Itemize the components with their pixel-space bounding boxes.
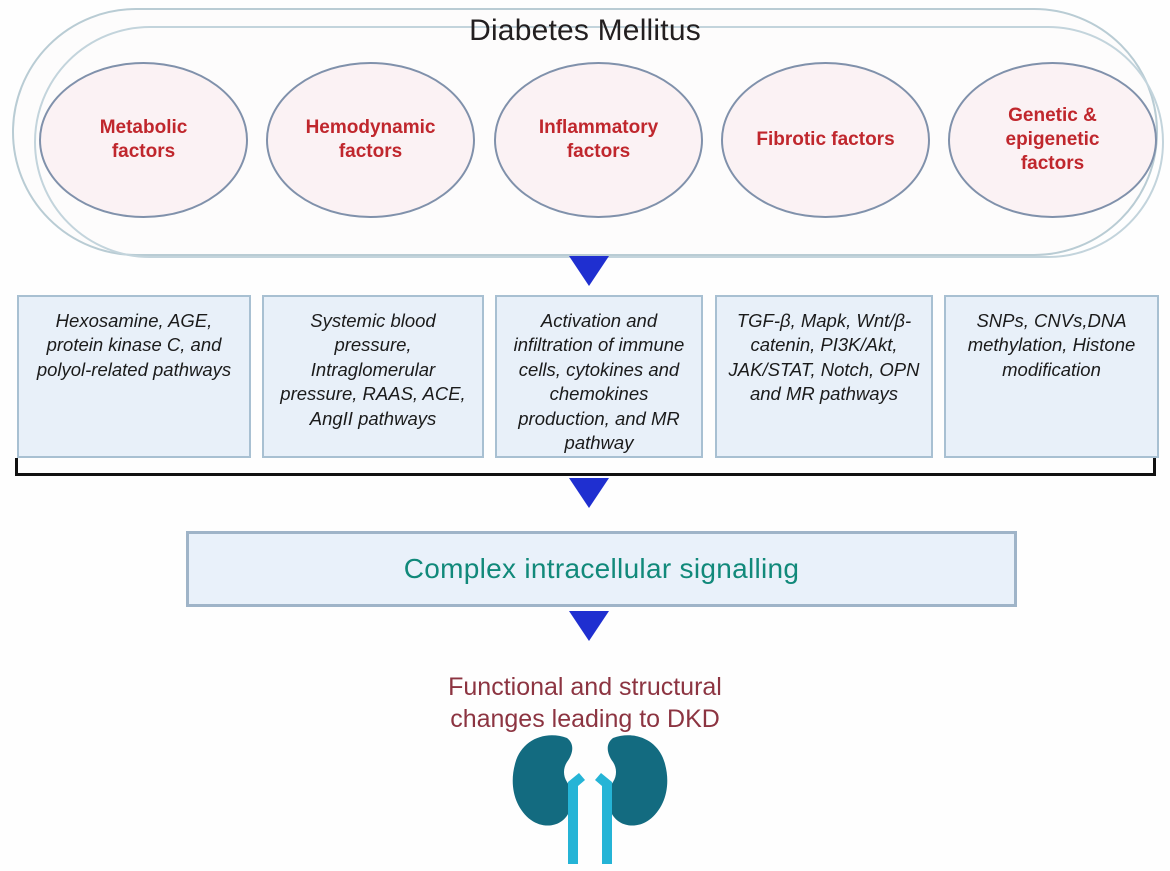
- down-arrow-icon-bottom: [569, 611, 609, 641]
- pathway-box-metabolic: Hexosamine, AGE, protein kinase C, and p…: [17, 295, 251, 458]
- kidney-right-ureter: [595, 773, 612, 864]
- factor-ellipse-inflammatory: Inflammatory factors: [494, 62, 703, 218]
- factor-label-line1: Inflammatory: [538, 117, 659, 139]
- pathway-box-hemodynamic: Systemic blood pressure, Intraglomerular…: [262, 295, 484, 458]
- factor-label-line1: Metabolic: [99, 117, 188, 139]
- factor-label-line1: Genetic &: [1008, 105, 1097, 127]
- down-arrow-icon-top: [569, 256, 609, 286]
- page-title: Diabetes Mellitus: [469, 14, 701, 47]
- factor-ellipse-metabolic: Metabolic factors: [39, 62, 248, 218]
- factor-label-line2: factors: [111, 141, 176, 162]
- factor-ellipse-hemodynamic: Hemodynamic factors: [266, 62, 475, 218]
- outcome-line2: changes leading to DKD: [450, 704, 720, 733]
- signalling-label: Complex intracellular signalling: [403, 553, 800, 584]
- factor-ellipse-fibrotic: Fibrotic factors: [721, 62, 930, 218]
- kidney-left-ureter: [568, 773, 585, 864]
- pathway-box-inflammatory: Activation and infiltration of immune ce…: [495, 295, 703, 458]
- convergence-bracket: [15, 458, 1156, 476]
- pathway-box-fibrotic: TGF-β, Mapk, Wnt/β-catenin, PI3K/Akt, JA…: [715, 295, 933, 458]
- factor-label-line3: factors: [1020, 152, 1085, 174]
- factor-label-line2: factors: [338, 141, 403, 162]
- outcome-line1: Functional and structural: [448, 673, 722, 701]
- kidney-icon: [505, 726, 675, 871]
- factor-label-line2: factors: [566, 141, 631, 162]
- kidney-left-body: [512, 735, 573, 826]
- pathway-box-genetic: SNPs, CNVs,DNA methylation, Histone modi…: [944, 295, 1159, 458]
- factor-label-line1: Fibrotic factors: [756, 129, 895, 151]
- signalling-box: Complex intracellular signalling: [186, 531, 1017, 607]
- factor-label-line1: Hemodynamic: [305, 117, 436, 139]
- factor-ellipse-genetic-epigenetic: Genetic & epigenetic factors: [948, 62, 1157, 218]
- factor-label-line2: epigenetic: [1005, 129, 1100, 151]
- outcome-caption: Functional and structural changes leadin…: [0, 672, 1170, 735]
- kidney-right-body: [607, 735, 668, 826]
- down-arrow-icon-middle: [569, 478, 609, 508]
